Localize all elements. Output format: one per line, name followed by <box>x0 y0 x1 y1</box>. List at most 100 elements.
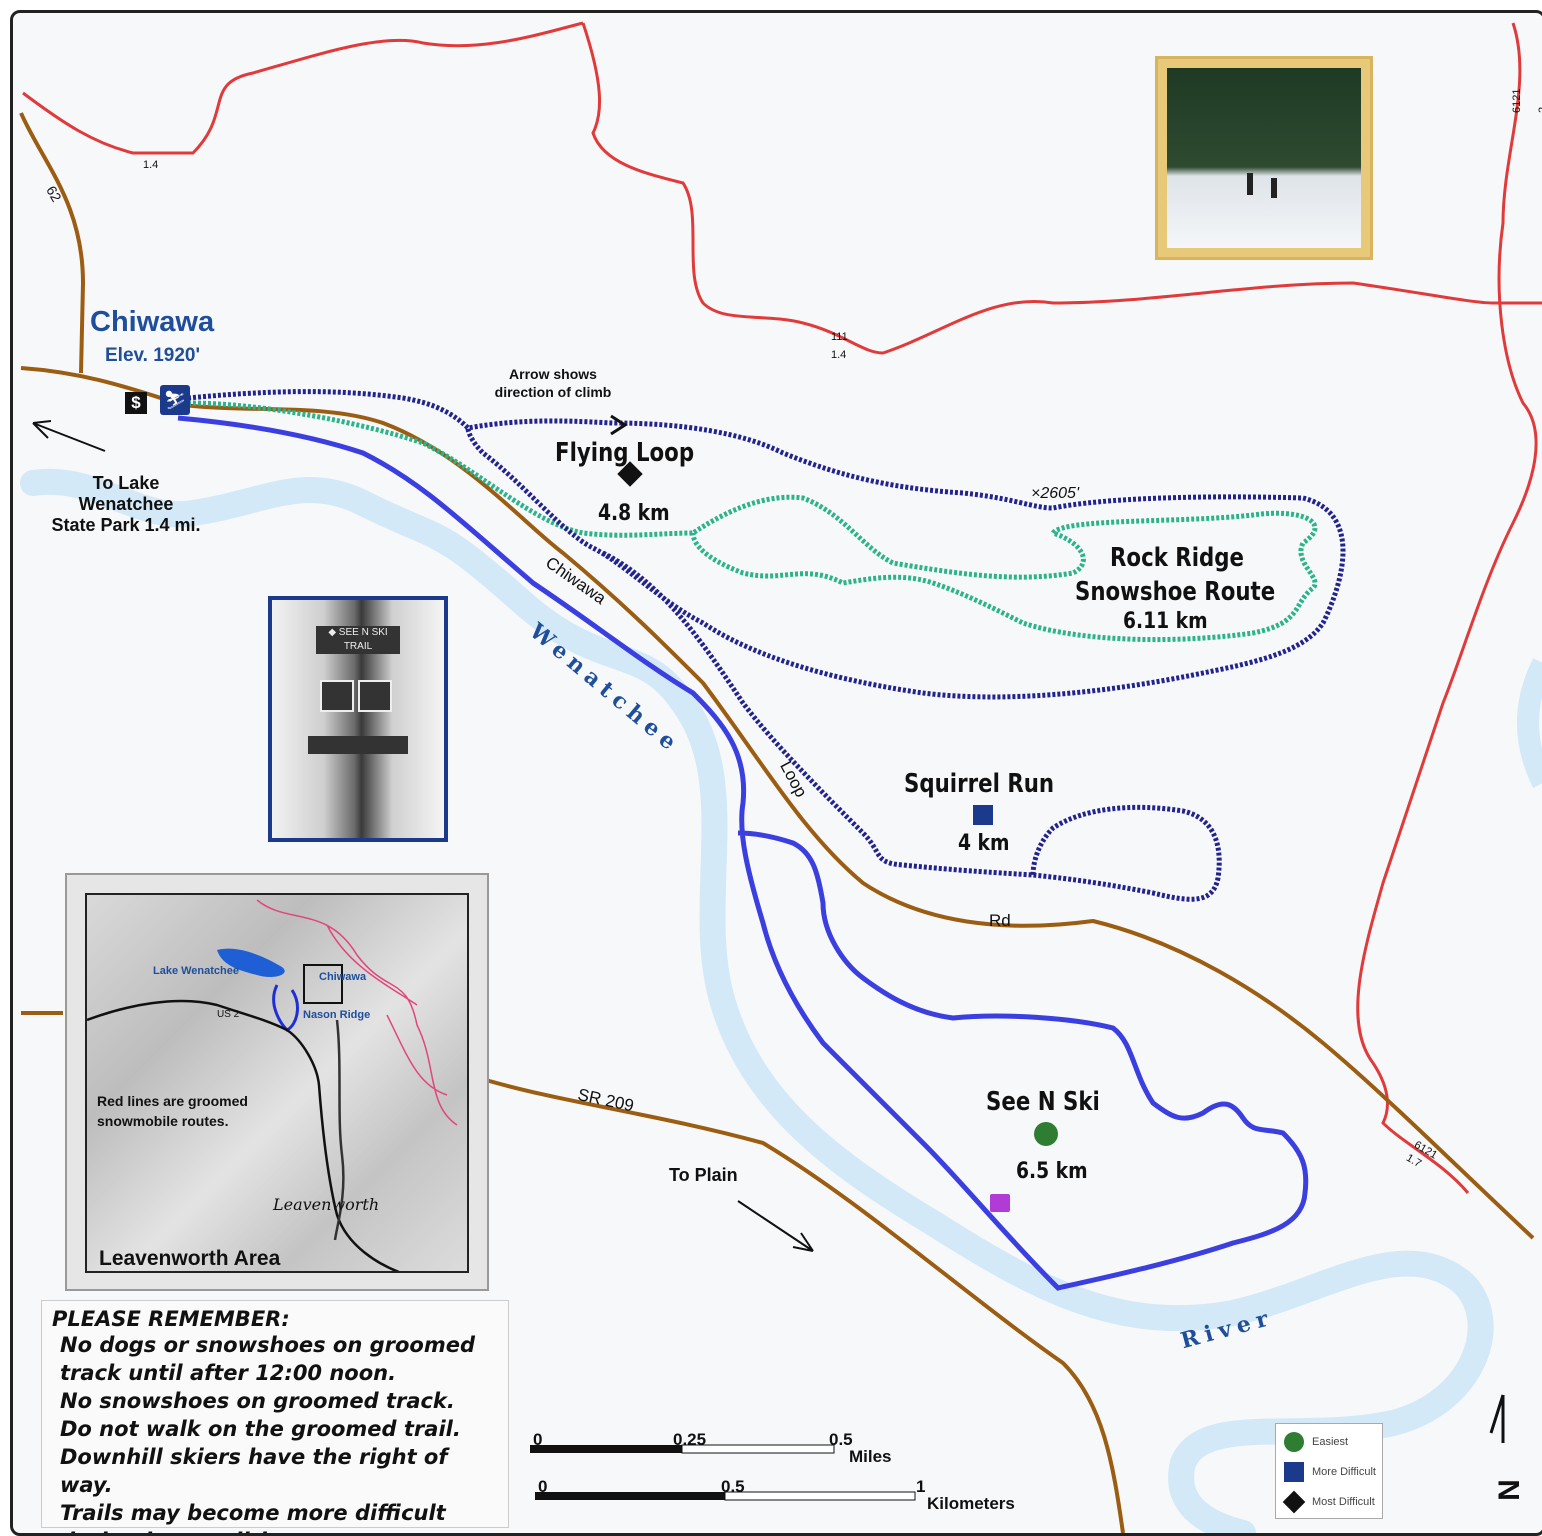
notice-heading: PLEASE REMEMBER: <box>52 1307 290 1331</box>
trail-photo <box>1155 56 1373 260</box>
scale-km-unit: Kilometers <box>927 1494 1015 1513</box>
north-arrow-icon <box>1489 1394 1505 1443</box>
arrow-note-line: Arrow shows <box>509 366 597 382</box>
inset-highway <box>87 999 400 1271</box>
notice-line: Trails may become more difficult <box>60 1501 446 1525</box>
more-difficult-legend-icon <box>1284 1462 1304 1482</box>
road-label-111: 111 <box>831 331 848 343</box>
legend-label: Most Difficult <box>1312 1496 1375 1508</box>
to-plain-arrow <box>737 1200 814 1252</box>
see-n-ski-name: See N Ski <box>986 1087 1100 1117</box>
roads <box>19 112 1535 1533</box>
road-label-rd: Rd <box>989 911 1011 930</box>
scale-km-tick: 0.5 <box>721 1477 745 1496</box>
inset-note-line: snowmobile routes. <box>97 1113 229 1129</box>
squirrel-run-name: Squirrel Run <box>904 769 1055 799</box>
scale-miles-tick: 0.5 <box>829 1430 853 1449</box>
scale-bars <box>530 1444 916 1501</box>
rock-ridge-distance: 6.11 km <box>1123 609 1208 634</box>
fee-icon: $ <box>125 392 147 414</box>
snowshoe-sign-icon <box>358 680 392 712</box>
more-difficult-icon <box>973 805 993 825</box>
map-canvas <box>19 21 1542 1533</box>
rock-ridge-snowshoe-route <box>187 400 1318 643</box>
difficulty-legend: Easiest More Difficult Most Difficult <box>1275 1423 1383 1519</box>
to-lake-arrow <box>32 420 106 452</box>
notice-line: track until after 12:00 noon. <box>60 1361 397 1385</box>
see-n-ski-distance: 6.5 km <box>1016 1159 1088 1184</box>
inset-chiwawa-label: Chiwawa <box>319 971 367 983</box>
inset-nason-label: Nason Ridge <box>303 1009 371 1021</box>
place-name: Chiwawa <box>90 306 215 338</box>
inset-lake <box>217 948 285 978</box>
most-difficult-legend-icon <box>1282 1490 1306 1514</box>
notice-line: No snowshoes on groomed track. <box>60 1389 455 1413</box>
arrow-note-line: direction of climb <box>494 384 612 400</box>
scale-miles-unit: Miles <box>849 1447 892 1466</box>
place-elevation: Elev. 1920' <box>105 345 201 366</box>
scale-miles-tick: 0 <box>533 1430 543 1449</box>
inset-river-road <box>333 1019 345 1241</box>
rock-ridge-name: Rock Ridge <box>1110 543 1245 573</box>
skier-figure <box>1247 173 1253 195</box>
to-plain-label: To Plain <box>669 1165 738 1185</box>
ski-sign-icon <box>320 680 354 712</box>
flying-loop-trail <box>187 389 1346 700</box>
wenatchee-river <box>20 468 1494 1533</box>
river-east-lobe <box>1517 658 1542 788</box>
flying-loop-name: Flying Loop <box>555 438 695 468</box>
rock-ridge-name-line2: Snowshoe Route <box>1075 577 1276 607</box>
legend-label: More Difficult <box>1312 1466 1376 1478</box>
see-n-ski-trail <box>177 415 1309 1291</box>
inset-town-label: Leavenworth <box>273 1195 380 1214</box>
notice-line: Downhill skiers have the right of way. <box>60 1445 448 1497</box>
inset-map-drawing <box>87 899 458 1271</box>
inset-note-line: Red lines are groomed <box>97 1093 248 1109</box>
road-label-111-dist: 1.4 <box>831 349 847 361</box>
notice-line: No dogs or snowshoes on groomed <box>60 1333 476 1357</box>
flying-loop-distance: 4.8 km <box>598 501 670 526</box>
notice-line: during icy conditions. <box>52 1527 498 1533</box>
north-label: N <box>1492 1479 1526 1501</box>
to-lake-line: To Lake <box>92 473 160 493</box>
scale-miles-tick: 0.25 <box>673 1430 707 1449</box>
inset-lake-label: Lake Wenatchee <box>153 965 240 977</box>
inset-map-area: Lake Wenatchee Chiwawa Nason Ridge US 2 … <box>85 893 469 1273</box>
squirrel-run-trail <box>601 550 1222 902</box>
summit-elevation: ×2605' <box>1031 485 1079 502</box>
inset-locator-map: Lake Wenatchee Chiwawa Nason Ridge US 2 … <box>65 873 489 1291</box>
arrow-note: Arrow shows direction of climb <box>473 365 633 401</box>
easiest-legend-icon <box>1284 1432 1304 1452</box>
road-label-6121-dist: 2 <box>1537 107 1542 113</box>
please-remember-notice: PLEASE REMEMBER: No dogs or snowshoes on… <box>41 1300 509 1533</box>
restroom-icon <box>990 1194 1010 1212</box>
inset-snowmobile-routes <box>256 899 458 1126</box>
squirrel-run-distance: 4 km <box>958 831 1010 856</box>
legend-row-easiest: Easiest <box>1284 1430 1348 1454</box>
to-lake-line: Wenatchee <box>78 494 174 514</box>
legend-row-most-difficult: Most Difficult <box>1282 1490 1375 1514</box>
notice-line: Do not walk on the groomed trail. <box>60 1417 461 1441</box>
scale-km-tick: 0 <box>538 1477 548 1496</box>
ski-trailhead-icon: ⛷ <box>160 385 190 415</box>
easiest-icon <box>1034 1122 1058 1146</box>
road-label-6121: 6121 <box>1511 88 1523 113</box>
legend-label: Easiest <box>1312 1436 1349 1448</box>
snowmobile-routes <box>22 21 1542 1194</box>
inset-title: Leavenworth Area <box>99 1247 281 1270</box>
inset-trails <box>272 984 299 1032</box>
legend-row-more-difficult: More Difficult <box>1284 1460 1376 1484</box>
road-label-1-4: 1.4 <box>143 159 159 171</box>
inset-us2-label: US 2 <box>217 1009 240 1020</box>
skier-figure <box>1271 178 1277 198</box>
inset-note: Red lines are groomed snowmobile routes. <box>97 1091 248 1131</box>
to-lake-line: State Park 1.4 mi. <box>51 515 201 535</box>
scale-km-tick: 1 <box>916 1477 926 1496</box>
to-lake-label: To Lake Wenatchee State Park 1.4 mi. <box>31 473 221 536</box>
notice-board <box>308 736 408 754</box>
inset-locator-box <box>303 964 343 1004</box>
climb-direction-arrow <box>610 414 628 436</box>
